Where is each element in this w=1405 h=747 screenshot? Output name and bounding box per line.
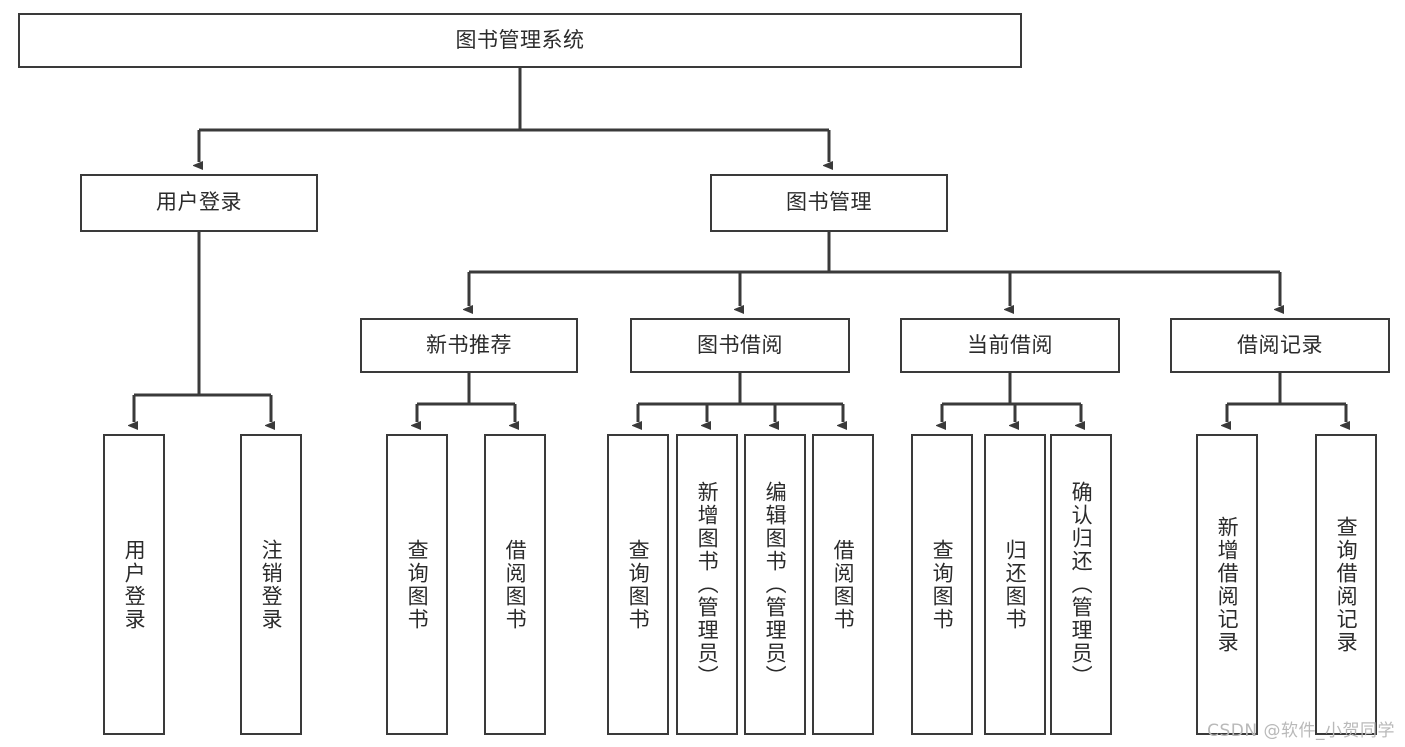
- node-label: 当前借阅: [967, 332, 1053, 357]
- node-label: 图书借阅: [697, 332, 783, 357]
- node-label: 借阅图书: [503, 538, 528, 631]
- node-label: 查询图书: [626, 538, 651, 631]
- leaf-add-borrow-record[interactable]: 新增借阅记录: [1196, 434, 1258, 735]
- node-book-borrow[interactable]: 图书借阅: [630, 318, 850, 373]
- leaf-user-login[interactable]: 用户登录: [103, 434, 165, 735]
- node-label: 借阅记录: [1237, 332, 1323, 357]
- node-label: 查询图书: [405, 538, 430, 631]
- node-label: 查询借阅记录: [1334, 515, 1359, 654]
- node-label: 新增图书（管理员）: [695, 481, 720, 688]
- node-label: 编辑图书（管理员）: [763, 481, 788, 688]
- leaf-logout[interactable]: 注销登录: [240, 434, 302, 735]
- leaf-confirm-return-admin[interactable]: 确认归还（管理员）: [1050, 434, 1112, 735]
- node-user-login[interactable]: 用户登录: [80, 174, 318, 232]
- node-label: 图书管理: [786, 190, 872, 215]
- node-label: 图书管理系统: [455, 27, 585, 52]
- leaf-add-book-admin[interactable]: 新增图书（管理员）: [676, 434, 738, 735]
- node-label: 注销登录: [259, 538, 284, 631]
- node-root[interactable]: 图书管理系统: [18, 13, 1022, 68]
- node-book-management[interactable]: 图书管理: [710, 174, 948, 232]
- node-label: 查询图书: [930, 538, 955, 631]
- leaf-query-book-recommend[interactable]: 查询图书: [386, 434, 448, 735]
- node-current-borrow[interactable]: 当前借阅: [900, 318, 1120, 373]
- node-label: 用户登录: [156, 190, 242, 215]
- leaf-borrow-book[interactable]: 借阅图书: [812, 434, 874, 735]
- node-label: 新书推荐: [426, 332, 512, 357]
- node-label: 确认归还（管理员）: [1069, 481, 1094, 688]
- leaf-query-book-current[interactable]: 查询图书: [911, 434, 973, 735]
- node-new-book-recommend[interactable]: 新书推荐: [360, 318, 578, 373]
- node-label: 归还图书: [1003, 538, 1028, 631]
- node-label: 用户登录: [122, 538, 147, 631]
- leaf-edit-book-admin[interactable]: 编辑图书（管理员）: [744, 434, 806, 735]
- leaf-query-borrow-record[interactable]: 查询借阅记录: [1315, 434, 1377, 735]
- node-borrow-record[interactable]: 借阅记录: [1170, 318, 1390, 373]
- leaf-query-book-borrow[interactable]: 查询图书: [607, 434, 669, 735]
- leaf-return-book[interactable]: 归还图书: [984, 434, 1046, 735]
- node-label: 借阅图书: [831, 538, 856, 631]
- watermark-text: CSDN @软件_小贺同学: [1207, 721, 1395, 741]
- node-label: 新增借阅记录: [1215, 515, 1240, 654]
- leaf-borrow-book-recommend[interactable]: 借阅图书: [484, 434, 546, 735]
